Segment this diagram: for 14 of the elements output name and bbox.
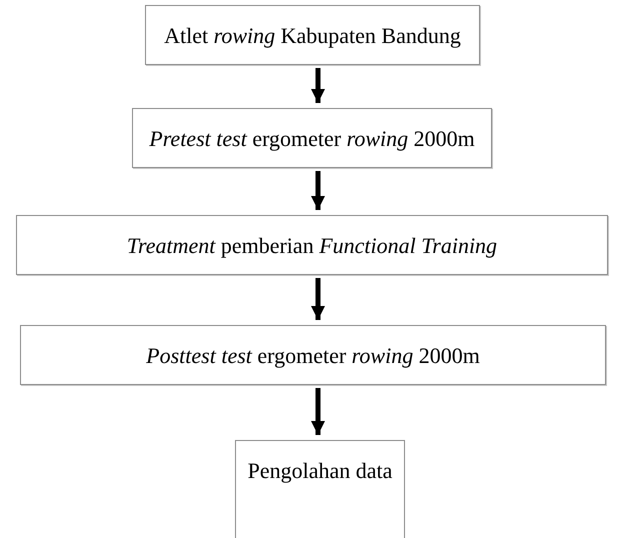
process-box [235, 440, 405, 538]
arrow [311, 171, 325, 210]
box-label: Atlet rowing Kabupaten Bandung [164, 24, 461, 48]
box-label: Pengolahan data [248, 459, 392, 484]
process-box [20, 325, 606, 385]
process-box [132, 108, 492, 168]
process-box [145, 5, 480, 65]
arrow [311, 388, 325, 435]
arrow [311, 278, 325, 320]
box-label: Pretest test ergometer rowing 2000m [149, 127, 475, 152]
box-label: Treatment pemberian Functional Training [126, 234, 498, 258]
process-box [16, 215, 608, 275]
arrow [311, 68, 325, 103]
box-label: Posttest test ergometer rowing 2000m [146, 344, 480, 368]
